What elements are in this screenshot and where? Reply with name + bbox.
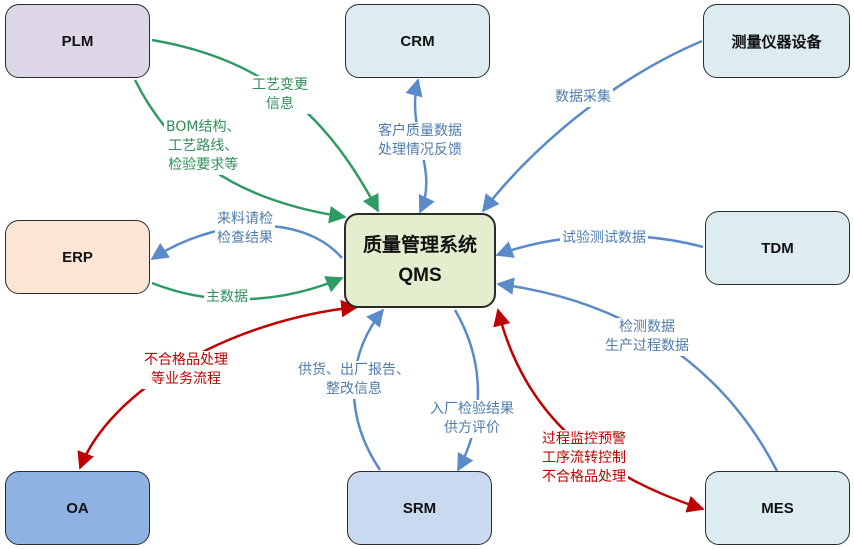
node-plm: PLM <box>5 4 150 78</box>
node-plm-label: PLM <box>61 32 94 50</box>
label-plm-process-change: 工艺变更 信息 <box>250 76 310 114</box>
node-mes-label: MES <box>761 499 794 517</box>
edge-erp-master <box>151 276 344 301</box>
node-erp-label: ERP <box>62 248 93 266</box>
node-crm-label: CRM <box>400 32 435 50</box>
label-erp-incoming: 来料请检 检查结果 <box>215 210 275 248</box>
node-instruments: 测量仪器设备 <box>703 4 850 78</box>
node-srm: SRM <box>347 471 492 545</box>
node-qms-title: 质量管理系统 <box>362 234 477 256</box>
node-erp: ERP <box>5 220 150 294</box>
label-erp-master: 主数据 <box>204 288 250 307</box>
node-qms: 质量管理系统 QMS <box>344 213 496 308</box>
label-srm-supply: 供货、出厂报告、 整改信息 <box>296 361 412 399</box>
label-instruments-collect: 数据采集 <box>553 88 613 107</box>
node-qms-abbr: QMS <box>398 264 442 286</box>
node-tdm: TDM <box>705 211 850 285</box>
node-crm: CRM <box>345 4 490 78</box>
edge-qms-mes <box>493 308 705 513</box>
label-tdm-test: 试验测试数据 <box>560 229 648 248</box>
label-crm-feedback: 客户质量数据 处理情况反馈 <box>376 122 464 160</box>
node-tdm-label: TDM <box>761 239 794 257</box>
node-oa: OA <box>5 471 150 545</box>
node-oa-label: OA <box>66 499 89 517</box>
label-srm-incoming: 入厂检验结果 供方评价 <box>428 400 516 438</box>
edge-qms-srm <box>453 309 480 472</box>
label-plm-bom: BOM结构、 工艺路线、 检验要求等 <box>164 118 243 175</box>
node-mes: MES <box>705 471 850 545</box>
label-mes-control: 过程监控预警 工序流转控制 不合格品处理 <box>540 430 628 487</box>
label-mes-inspection: 检测数据 生产过程数据 <box>603 318 691 356</box>
label-oa-nonconforming: 不合格品处理 等业务流程 <box>142 351 230 389</box>
node-instruments-label: 测量仪器设备 <box>731 33 822 51</box>
node-srm-label: SRM <box>402 499 437 517</box>
edge-instruments-qms <box>481 39 703 213</box>
